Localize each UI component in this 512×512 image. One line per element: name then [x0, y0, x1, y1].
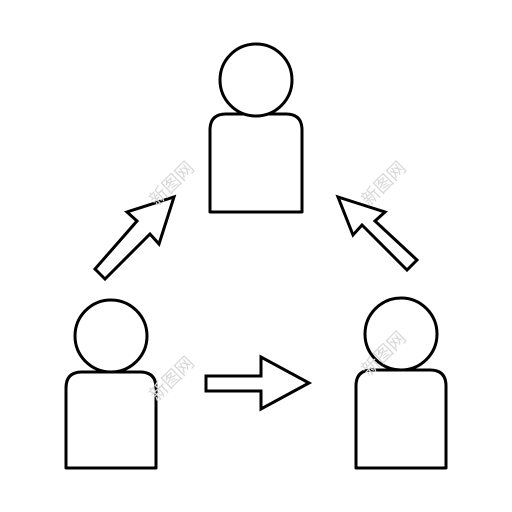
person-bottom-right-head: [363, 296, 439, 372]
person-top-body: [208, 112, 304, 214]
person-bottom-left-head: [73, 298, 149, 374]
person-bottom-right-body: [354, 368, 448, 470]
person-bottom-right-icon: [354, 296, 448, 470]
arrow-left-to-top-icon: [92, 194, 177, 282]
arrow-left-to-right-icon: [204, 354, 313, 412]
person-top-icon: [208, 42, 304, 214]
person-top-head: [218, 42, 294, 118]
person-bottom-left-icon: [64, 298, 158, 470]
person-bottom-left-body: [64, 370, 158, 470]
arrow-right-to-top-icon: [335, 194, 420, 273]
